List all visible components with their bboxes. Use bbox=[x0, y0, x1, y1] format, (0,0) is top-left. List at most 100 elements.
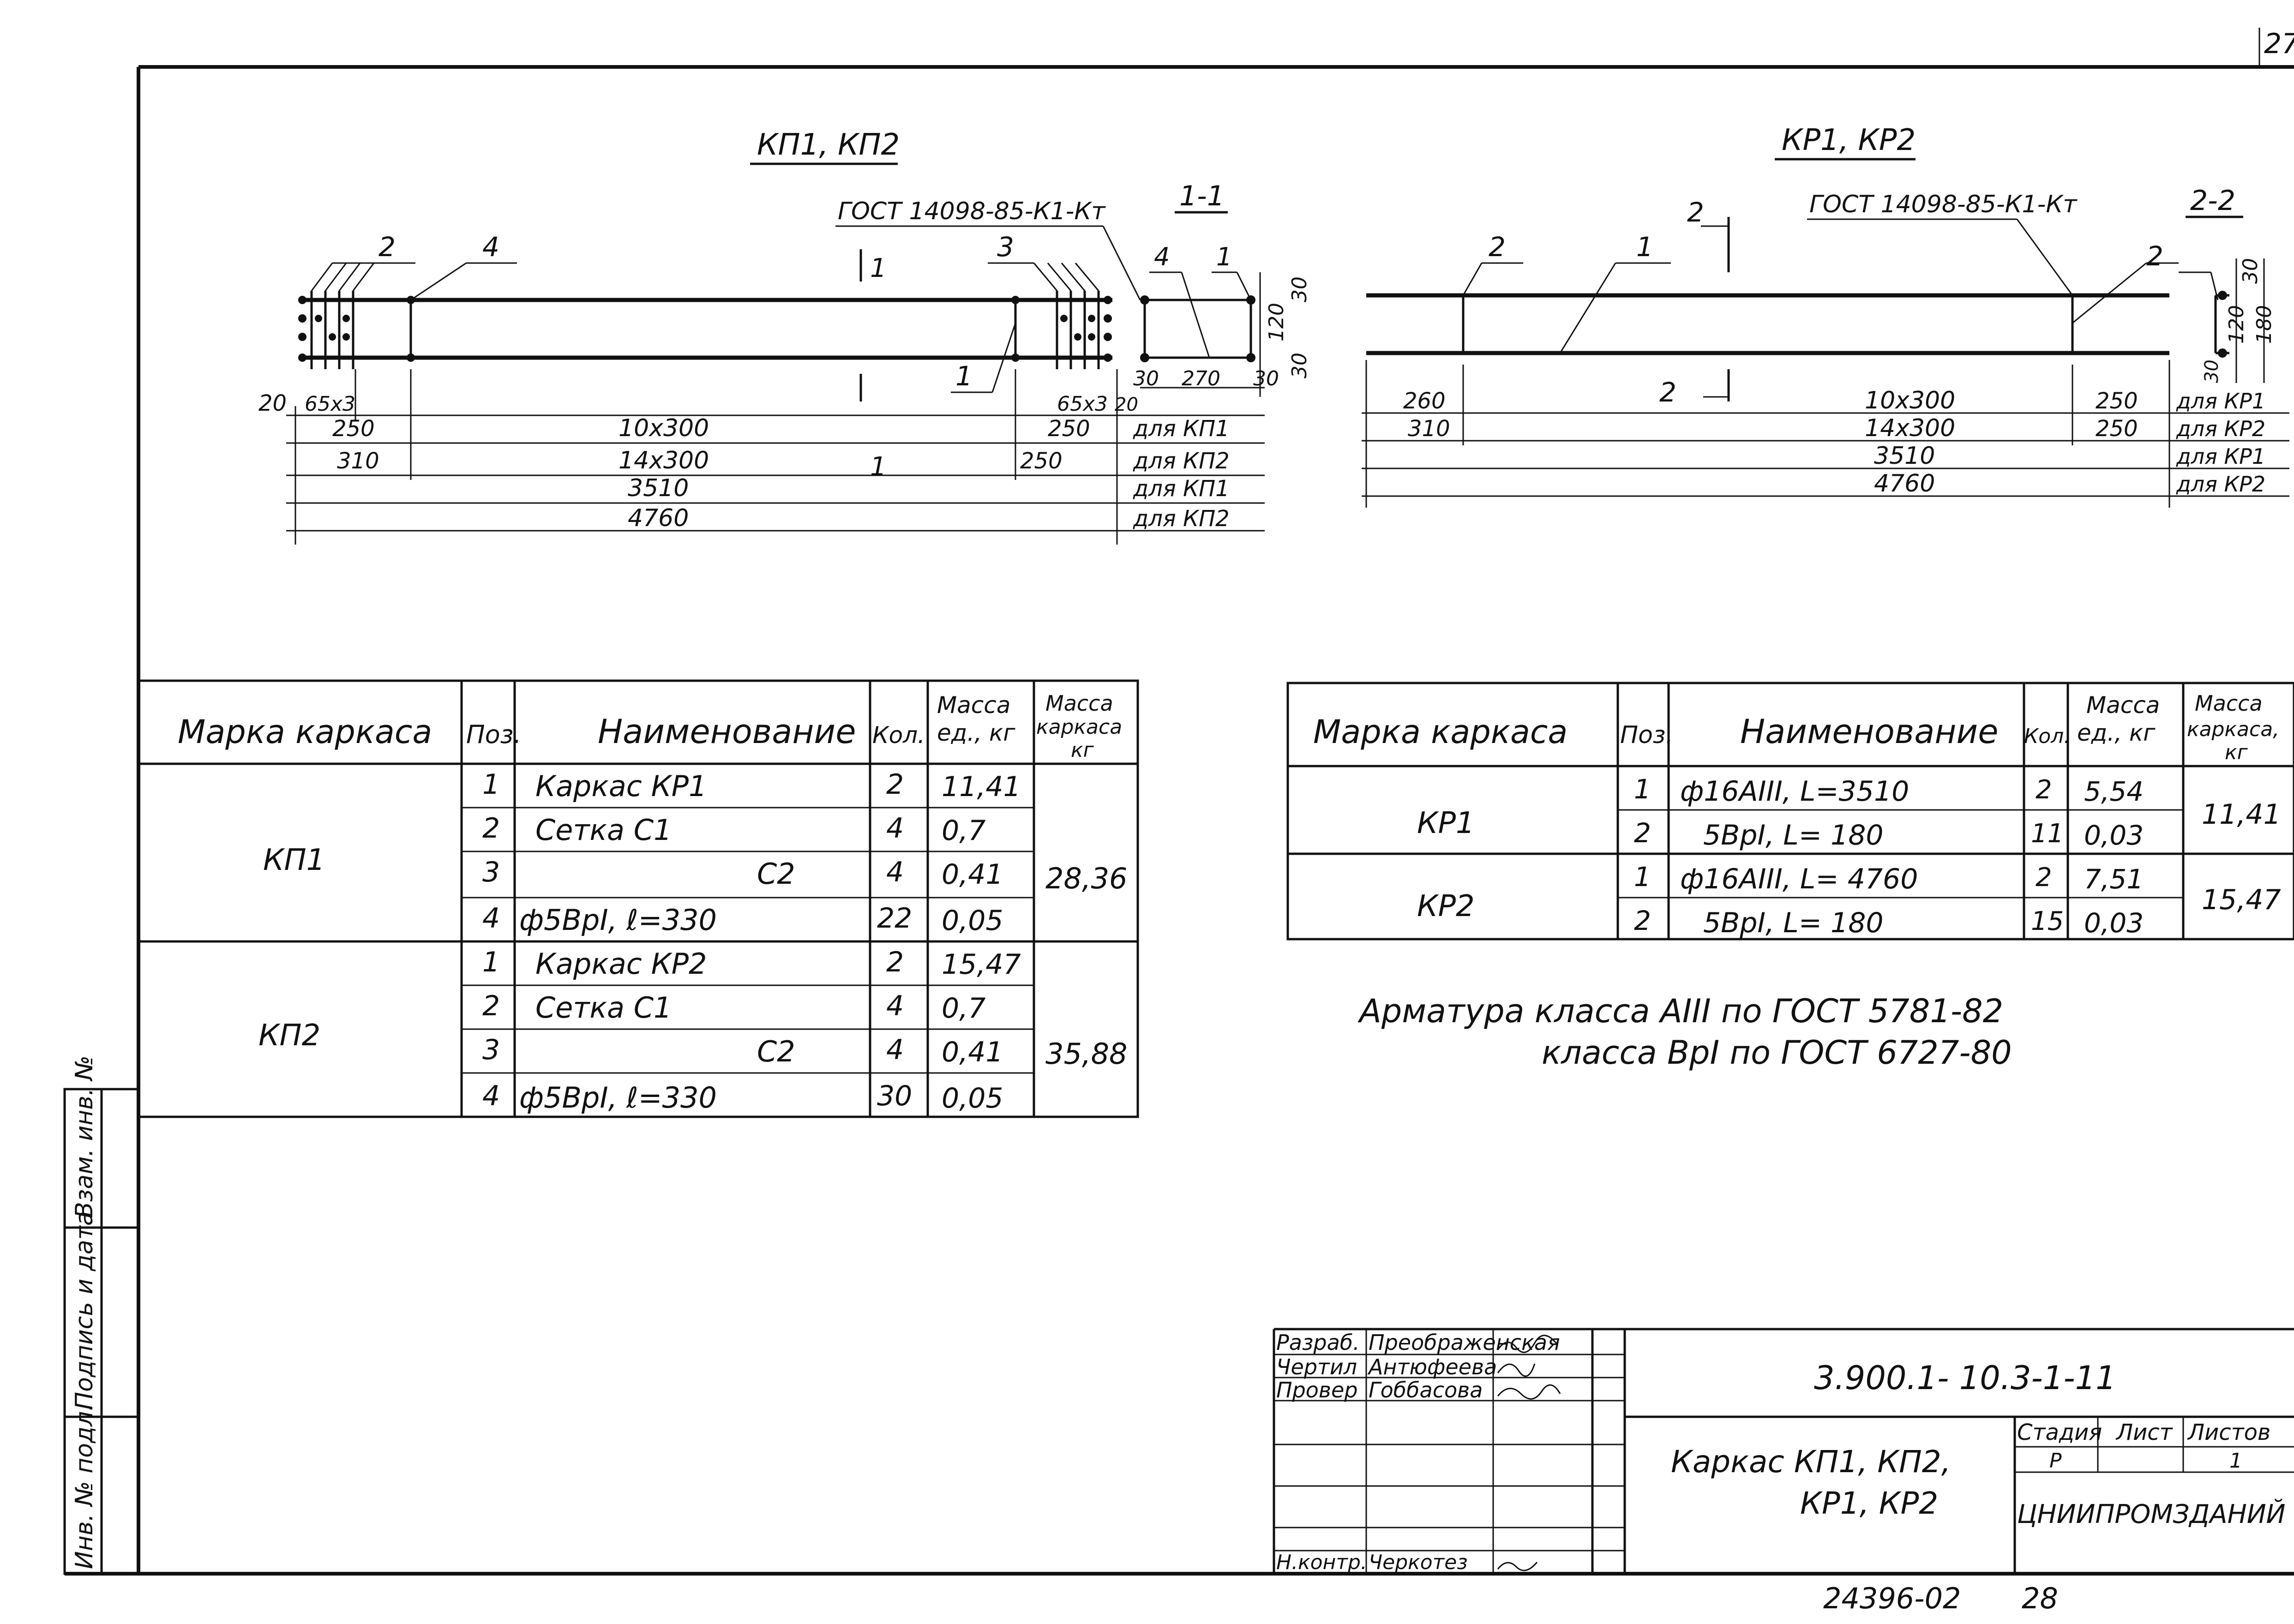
cut-label-1-bottom: 1 bbox=[870, 452, 887, 482]
section-pos-4: 4 bbox=[1154, 242, 1170, 271]
tkp-r3-name: С2 bbox=[757, 857, 795, 891]
tkp-r1-name: Каркас КР1 bbox=[535, 769, 707, 803]
kr-section-pos-2: 2 bbox=[2146, 240, 2163, 272]
spec-table-kp: Марка каркаса Поз. Наименование Кол. Мас… bbox=[137, 679, 1139, 1118]
pos-label-4: 4 bbox=[482, 231, 499, 263]
drawing-kr-gost: ГОСТ 14098-85-К1-Кт bbox=[1809, 191, 2078, 218]
title-block: Разраб. Преображенская Чертил Антюфеева … bbox=[1273, 1328, 2294, 1574]
tkp-r7-mass: 0,41 bbox=[942, 1036, 1003, 1068]
tkr-h-mark: Марка каркаса bbox=[1313, 713, 1567, 751]
tb-name-checker: Гоббасова bbox=[1369, 1378, 1483, 1402]
tkp-total-kp1: 28,36 bbox=[1045, 862, 1128, 895]
tkp-r2-pos: 2 bbox=[482, 812, 500, 845]
tkr-h-frame-1: Масса bbox=[2195, 691, 2263, 716]
tkr-h-name: Наименование bbox=[1740, 712, 1999, 751]
for-kr2-a: для КР2 bbox=[2176, 416, 2265, 441]
drawing-kr: КР1, КР2 ГОСТ 14098-85-К1-Кт 2-2 1 2 2 2 bbox=[1362, 123, 2289, 508]
side-stamp-replace: Взам. инв. № bbox=[71, 1055, 98, 1218]
right-mesh bbox=[988, 262, 1112, 369]
sec-dim-30-right: 30 bbox=[1253, 367, 1279, 390]
tkr-mark-kr2: КР2 bbox=[1417, 889, 1475, 923]
tkp-r4-pos: 4 bbox=[482, 902, 500, 935]
tkr-r3-qty: 2 bbox=[2036, 863, 2052, 893]
tkp-r4-name: ф5ВрI, ℓ=330 bbox=[519, 903, 717, 937]
tb-code: 3.900.1- 10.3-1-11 bbox=[1814, 1359, 2116, 1397]
tkp-r5-name: Каркас КР2 bbox=[535, 947, 707, 981]
sec-dim-30a: 30 bbox=[1288, 276, 1311, 302]
tkp-r6-qty: 4 bbox=[886, 990, 904, 1022]
tkr-r3-name: ф16АIII, L= 4760 bbox=[1680, 863, 1918, 895]
tkp-h-frame-1: Масса bbox=[1045, 691, 1113, 716]
tkp-h-pos: Поз. bbox=[466, 720, 522, 749]
sec-dim-270: 270 bbox=[1182, 367, 1220, 390]
section-1-1-label: 1-1 bbox=[1179, 180, 1225, 212]
tkp-r4-qty: 22 bbox=[877, 902, 912, 935]
cut-label-1-top: 1 bbox=[870, 253, 887, 283]
section-1-1: 4 1 30 120 30 30 270 30 bbox=[1133, 242, 1311, 397]
sec-dim-30b: 30 bbox=[1288, 353, 1311, 378]
side-stamp-inventory: Инв. № подл. bbox=[71, 1403, 98, 1569]
tkr-h-mass-1: Масса bbox=[2086, 692, 2160, 719]
tkr-h-frame-3: кг bbox=[2225, 741, 2248, 764]
tkr-r2-qty: 11 bbox=[2031, 819, 2064, 849]
dim-14x300: 14x300 bbox=[619, 447, 709, 474]
tkr-r4-qty: 15 bbox=[2031, 906, 2064, 936]
tkp-r6-pos: 2 bbox=[482, 990, 500, 1022]
note-line-2: класса ВрI по ГОСТ 6727-80 bbox=[1542, 1034, 2012, 1072]
kr-dim-10x300: 10x300 bbox=[1865, 387, 1955, 414]
section-2-2: 2 30 120 180 30 bbox=[2072, 240, 2276, 383]
pos-label-1: 1 bbox=[955, 360, 973, 392]
pos-label-3: 3 bbox=[997, 231, 1014, 263]
tb-sheets-value: 1 bbox=[2229, 1449, 2242, 1473]
tkp-h-frame-3: кг bbox=[1071, 738, 1094, 762]
for-kr1-b: для КР1 bbox=[2176, 444, 2265, 469]
drawing-kr-title: КР1, КР2 bbox=[1782, 123, 1916, 157]
tkp-h-frame-2: каркаса bbox=[1036, 715, 1122, 739]
tkp-r1-mass: 11,41 bbox=[942, 771, 1021, 803]
tb-title-1: Каркас КП1, КП2, bbox=[1671, 1444, 1951, 1480]
tb-sheets-label: Листов bbox=[2187, 1420, 2270, 1445]
left-mesh bbox=[298, 262, 415, 369]
drawing-kp: КП1, КП2 ГОСТ 14098-85-К1-Кт 1-1 2 4 bbox=[258, 128, 1311, 545]
tkr-h-pos: Поз. bbox=[1620, 721, 1673, 749]
kr-dim-310: 310 bbox=[1408, 416, 1450, 442]
tkp-h-mass-1: Масса bbox=[937, 692, 1010, 719]
dim-310-left: 310 bbox=[337, 448, 379, 474]
tb-role-drafter: Чертил bbox=[1276, 1354, 1357, 1379]
tkp-r2-qty: 4 bbox=[886, 812, 904, 845]
tkr-r4-pos: 2 bbox=[1634, 905, 1651, 936]
tkp-r3-qty: 4 bbox=[886, 856, 904, 888]
side-stamp: Взам. инв. № Подпись и дата Инв. № подл. bbox=[63, 1055, 140, 1575]
dim-20-right: 20 bbox=[1115, 394, 1138, 415]
tkr-h-mass-2: ед., кг bbox=[2077, 719, 2156, 746]
tkr-total-kr1: 11,41 bbox=[2202, 798, 2281, 831]
kr-dim-260: 260 bbox=[1403, 388, 1446, 414]
sec-dim-120: 120 bbox=[1265, 303, 1288, 342]
kr-dim-4760: 4760 bbox=[1874, 470, 1935, 497]
tkp-r6-name: Сетка С1 bbox=[535, 991, 672, 1025]
kr-sec-30a: 30 bbox=[2239, 258, 2262, 284]
tkp-r1-pos: 1 bbox=[482, 768, 500, 801]
tkp-r8-qty: 30 bbox=[877, 1080, 912, 1112]
tkr-r2-pos: 2 bbox=[1634, 817, 1651, 849]
tb-sheet-label: Лист bbox=[2115, 1420, 2174, 1445]
signature-marks bbox=[1497, 1335, 1561, 1571]
note-line-1: Арматура класса АIII по ГОСТ 5781-82 bbox=[1357, 992, 2003, 1030]
dim-250-left: 250 bbox=[332, 416, 375, 442]
sheet-frame bbox=[65, 28, 2294, 1576]
page-number: 27 bbox=[2264, 28, 2294, 60]
dim-3510: 3510 bbox=[628, 474, 689, 502]
kr-cut-2-top: 2 bbox=[1687, 197, 1704, 228]
tkp-mark-kp2: КП2 bbox=[258, 1019, 320, 1053]
tkr-r1-mass: 5,54 bbox=[2084, 776, 2144, 807]
tkp-r2-name: Сетка С1 bbox=[535, 813, 672, 847]
pos-label-2: 2 bbox=[378, 231, 396, 263]
tb-role-developer: Разраб. bbox=[1276, 1330, 1360, 1355]
tkp-r2-mass: 0,7 bbox=[942, 815, 985, 847]
tkp-mark-kp1: КП1 bbox=[263, 843, 325, 877]
for-kp2-a: для КП2 bbox=[1133, 448, 1230, 474]
tkp-h-qty: Кол. bbox=[872, 722, 925, 749]
kr-dimensions bbox=[1362, 360, 2289, 508]
tkr-h-frame-2: каркаса, bbox=[2187, 718, 2279, 741]
